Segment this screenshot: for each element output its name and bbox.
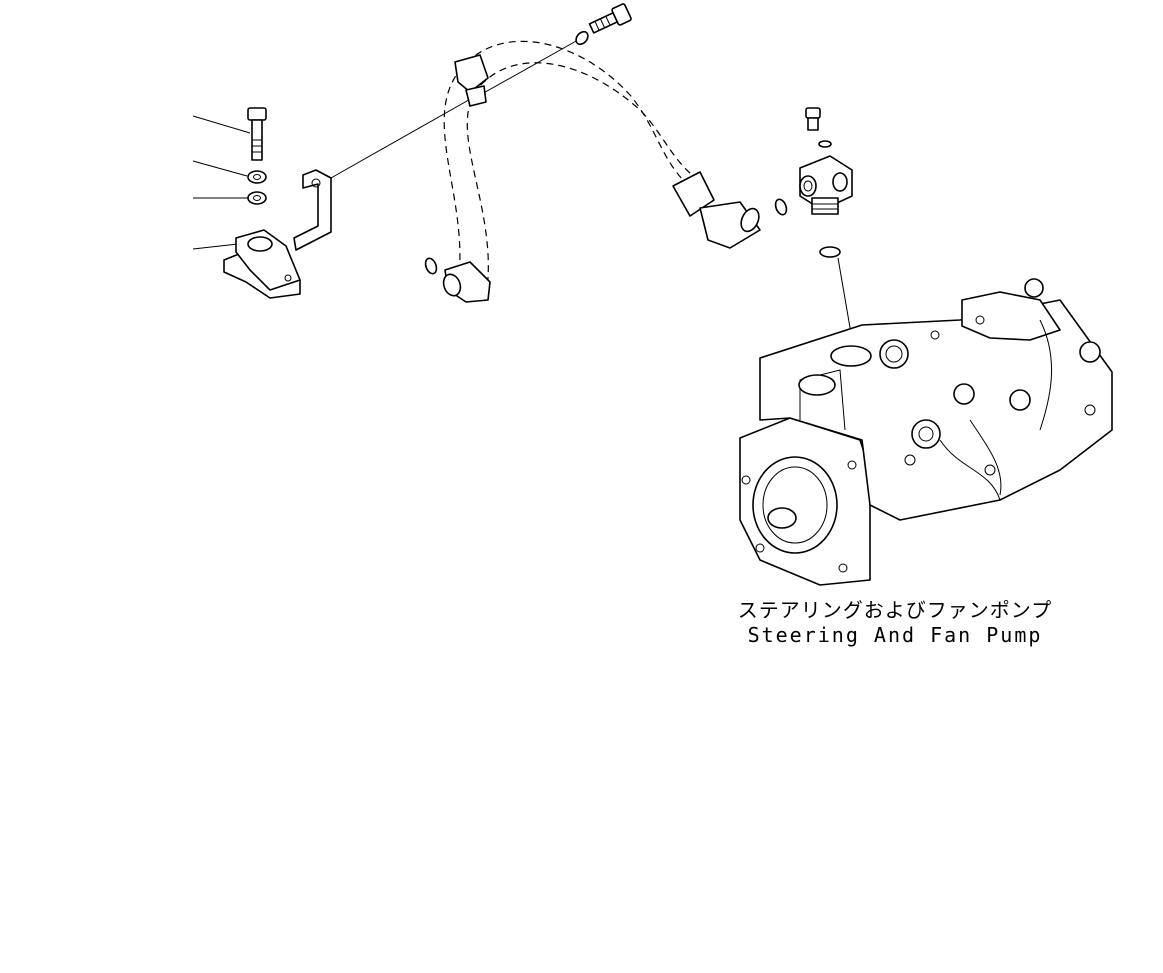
bolt-part [247,107,267,161]
caption-japanese: ステアリングおよびファンポンプ [737,598,1053,622]
elbow-fitting-part [799,107,854,346]
bolt-top-part [588,3,632,34]
bolt-leader [479,39,579,96]
hydraulic-hose [442,40,761,303]
washer-part [247,170,267,184]
caption-english: Steering And Fan Pump [747,623,1043,647]
o-ring-right [774,198,788,216]
steering-fan-pump [739,278,1113,586]
callout-leaders [192,115,251,250]
lock-washer-part [247,191,267,205]
washer-top [575,30,589,46]
bracket-part [223,169,332,299]
o-ring-left [424,257,438,275]
bracket-leader [330,96,475,179]
